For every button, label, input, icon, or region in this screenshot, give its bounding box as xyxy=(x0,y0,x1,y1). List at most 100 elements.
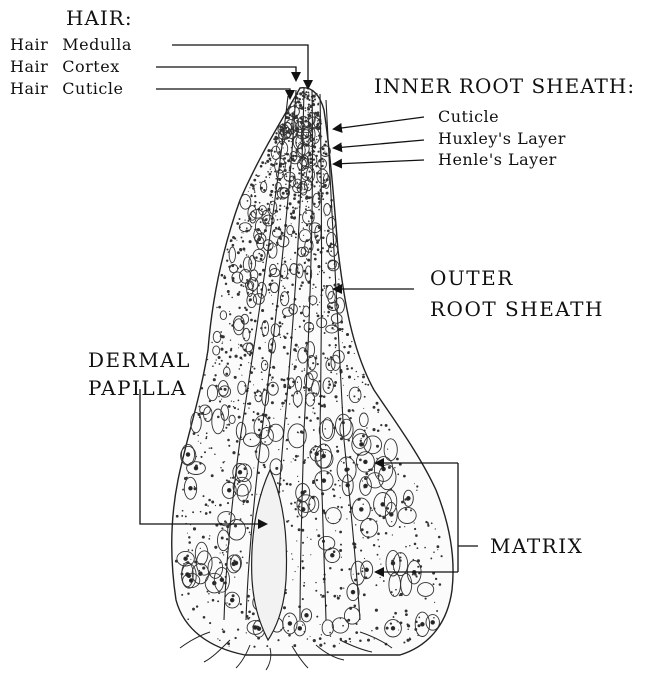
texture-dot xyxy=(377,409,380,412)
texture-dot xyxy=(219,400,221,402)
texture-dot xyxy=(250,439,251,440)
texture-dot xyxy=(249,312,251,314)
texture-dot xyxy=(228,445,230,447)
texture-dot xyxy=(319,644,322,647)
texture-dot xyxy=(246,254,248,256)
texture-dot xyxy=(243,502,244,503)
texture-dot xyxy=(358,398,360,400)
texture-dot xyxy=(316,355,318,357)
texture-dot xyxy=(323,173,324,174)
texture-dot xyxy=(325,262,327,264)
texture-dot xyxy=(246,227,248,229)
texture-dot xyxy=(221,537,224,540)
texture-dot xyxy=(233,401,234,402)
texture-dot xyxy=(308,93,309,94)
texture-dot xyxy=(323,285,325,287)
texture-dot xyxy=(299,288,301,290)
texture-dot xyxy=(188,536,190,538)
texture-dot xyxy=(340,418,342,420)
texture-dot xyxy=(395,589,397,591)
texture-dot xyxy=(288,140,290,142)
texture-dot xyxy=(269,194,272,197)
texture-dot xyxy=(417,624,420,627)
texture-dot xyxy=(252,419,255,422)
texture-dot xyxy=(249,617,250,618)
texture-dot xyxy=(239,248,242,251)
texture-dot xyxy=(315,393,317,395)
texture-dot xyxy=(353,604,356,607)
texture-dot xyxy=(386,627,389,630)
texture-dot xyxy=(286,277,288,279)
texture-dot xyxy=(328,383,331,386)
texture-dot xyxy=(295,571,296,572)
texture-dot xyxy=(249,589,250,590)
texture-dot xyxy=(254,191,256,193)
texture-dot xyxy=(288,520,290,522)
texture-dot xyxy=(241,611,244,614)
cell-nucleus xyxy=(346,483,350,487)
texture-dot xyxy=(346,518,347,519)
texture-dot xyxy=(308,207,310,209)
texture-dot xyxy=(305,262,306,263)
texture-dot xyxy=(362,375,365,378)
texture-dot xyxy=(357,376,358,377)
texture-dot xyxy=(225,427,227,429)
texture-dot xyxy=(306,96,308,98)
texture-dot xyxy=(277,482,279,484)
texture-dot xyxy=(242,557,244,559)
texture-dot xyxy=(308,104,310,106)
texture-dot xyxy=(234,525,237,528)
texture-dot xyxy=(319,637,322,640)
texture-dot xyxy=(324,428,326,430)
texture-dot xyxy=(267,154,270,157)
texture-dot xyxy=(229,323,231,325)
texture-dot xyxy=(246,527,248,529)
texture-dot xyxy=(328,364,330,366)
texture-dot xyxy=(304,176,306,178)
texture-dot xyxy=(339,643,340,644)
texture-dot xyxy=(263,189,265,191)
texture-dot xyxy=(220,348,223,351)
texture-dot xyxy=(286,418,288,420)
texture-dot xyxy=(234,576,235,577)
irs-cuticle-label: Cuticle xyxy=(438,109,499,125)
texture-dot xyxy=(265,342,266,343)
texture-dot xyxy=(362,537,363,538)
texture-dot xyxy=(218,356,221,359)
texture-dot xyxy=(346,365,348,367)
irs-huxleys-layer-label: Huxley's Layer xyxy=(438,131,566,147)
texture-dot xyxy=(237,628,239,630)
texture-dot xyxy=(316,529,317,530)
texture-dot xyxy=(249,187,250,188)
texture-dot xyxy=(270,163,273,166)
texture-dot xyxy=(340,544,342,546)
texture-dot xyxy=(284,153,285,154)
texture-dot xyxy=(242,248,245,251)
texture-dot xyxy=(416,575,418,577)
texture-dot xyxy=(207,359,208,360)
texture-dot xyxy=(377,539,379,541)
texture-dot xyxy=(282,163,284,165)
texture-dot xyxy=(283,147,284,148)
texture-dot xyxy=(261,379,262,380)
texture-dot xyxy=(222,629,224,631)
texture-dot xyxy=(299,326,301,328)
texture-dot xyxy=(222,343,223,344)
texture-dot xyxy=(271,167,272,168)
texture-dot xyxy=(292,168,294,170)
texture-dot xyxy=(254,320,257,323)
texture-dot xyxy=(228,424,230,426)
texture-dot xyxy=(227,290,230,293)
texture-dot xyxy=(258,418,260,420)
texture-dot xyxy=(231,401,232,402)
texture-dot xyxy=(360,550,362,552)
texture-dot xyxy=(220,467,221,468)
texture-dot xyxy=(238,416,241,419)
texture-dot xyxy=(208,538,210,540)
texture-dot xyxy=(244,354,247,357)
texture-dot xyxy=(340,587,343,590)
texture-dot xyxy=(275,132,277,134)
texture-dot xyxy=(304,172,306,174)
texture-dot xyxy=(376,521,377,522)
texture-dot xyxy=(301,370,303,372)
